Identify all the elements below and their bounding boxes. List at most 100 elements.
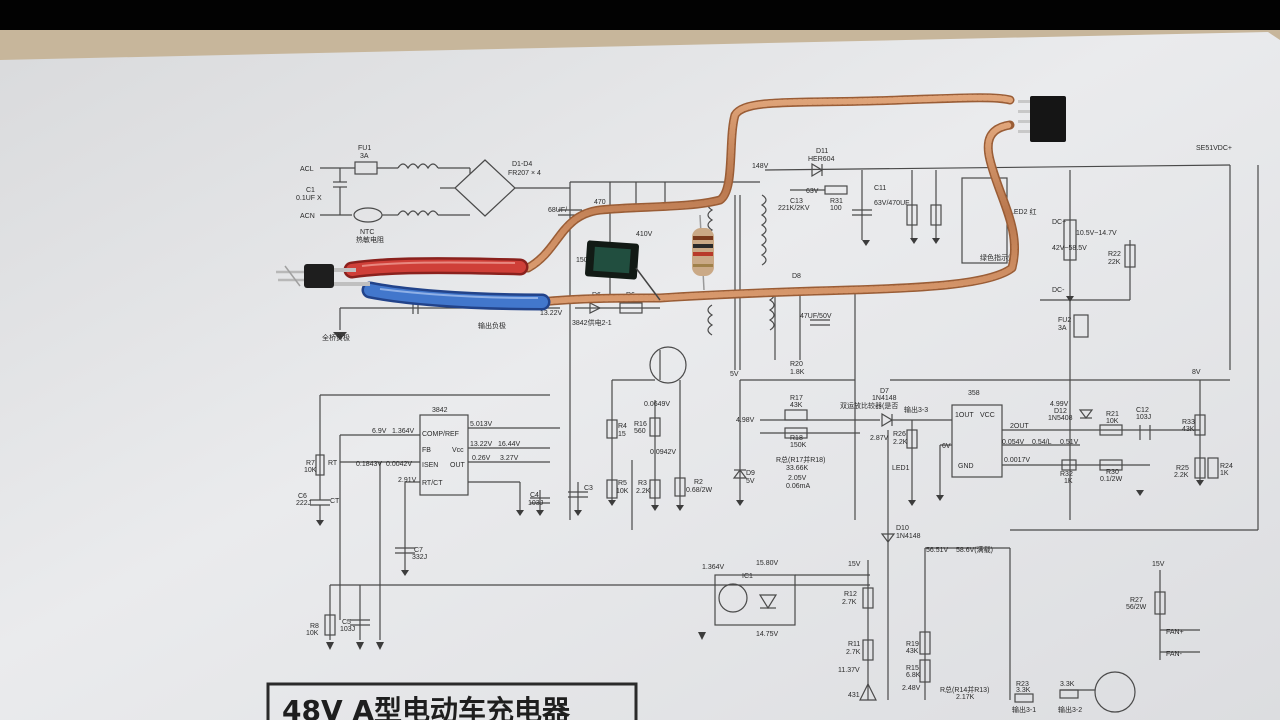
- label-r26-val: 2.2K: [893, 439, 908, 446]
- label-r17-val: 43K: [790, 402, 803, 409]
- label-pin-1out: 1OUT: [955, 412, 974, 419]
- label-0054v: 0.054V: [1002, 439, 1025, 446]
- label-r33-val: 43K: [1182, 426, 1195, 433]
- label-d12: D12: [1054, 408, 1067, 415]
- label-r18: R18: [790, 435, 803, 442]
- label-r27: R27: [1130, 597, 1143, 604]
- schematic-lines: [310, 159, 1259, 713]
- label-r15: R15: [906, 665, 919, 672]
- label-d8: D8: [792, 273, 801, 280]
- label-051v: 0.51V: [1060, 439, 1079, 446]
- label-r7: R7: [306, 460, 315, 467]
- label-pin-gnd: GND: [958, 463, 974, 470]
- label-r12-val: 2.7K: [842, 599, 857, 606]
- label-ic1: IC1: [742, 573, 753, 580]
- label-r25: R25: [1176, 465, 1189, 472]
- label-00017v: 0.0017V: [1004, 457, 1030, 464]
- label-r15-val: 6.8K: [906, 672, 921, 679]
- label-d9: D9: [746, 470, 755, 477]
- schematic-title: 48V A型电动车充电器: [282, 694, 571, 720]
- label-r19: R19: [906, 641, 919, 648]
- label-r4: R4: [618, 423, 627, 430]
- label-r11-val: 2.7K: [846, 649, 861, 656]
- label-fu1: FU1: [358, 145, 371, 152]
- label-pin-3-3: 输出3-3: [904, 405, 928, 414]
- label-r14sum-val: 2.17K: [956, 694, 975, 701]
- label-c7-val: 332J: [412, 554, 427, 561]
- label-bridge: D1-D4: [512, 161, 532, 168]
- label-dc-plus: DC+: [1052, 219, 1066, 226]
- label-291v: 2.91V: [398, 477, 417, 484]
- label-r20-val: 1.8K: [790, 369, 805, 376]
- copper-wire: [523, 93, 1020, 307]
- label-ntc-sub: 热敏电阻: [356, 235, 384, 244]
- label-c12: C12: [1136, 407, 1149, 414]
- label-1580v: 15.80V: [756, 560, 779, 567]
- label-acl: ACL: [300, 166, 314, 173]
- label-054: 0.54/L: [1032, 439, 1052, 446]
- label-r25-val: 2.2K: [1174, 472, 1189, 479]
- label-d7: D7: [880, 388, 889, 395]
- blue-wire: [361, 281, 551, 311]
- label-r18-val: 150K: [790, 442, 807, 449]
- label-r8-val: 10K: [306, 630, 319, 637]
- label-dual-op: 双运放比较器(是否: [840, 401, 898, 410]
- label-00649v: 0.0649V: [644, 401, 670, 408]
- label-pin-vcc: VCC: [980, 412, 995, 419]
- label-r11: R11: [848, 641, 860, 648]
- label-r26: R26: [893, 431, 906, 438]
- label-r23b-val: 3.3K: [1060, 681, 1075, 688]
- label-586v: 58.6V(满载): [956, 545, 993, 554]
- label-r16: R16: [634, 421, 647, 428]
- label-1364v: 1.364V: [392, 428, 415, 435]
- label-r8: R8: [310, 623, 319, 630]
- title-block: 48V A型电动车充电器: [266, 682, 638, 720]
- label-r5-val: 10K: [616, 488, 629, 495]
- label-r19-val: 43K: [906, 648, 919, 655]
- schematic-labels: ACL ACN FU1 3A C1 0.1UF X NTC 热敏电阻 D1-D4…: [296, 145, 1233, 714]
- label-r32: R32: [1060, 471, 1073, 478]
- label-327v: 3.27V: [500, 455, 519, 462]
- label-00942v: 0.0942V: [650, 449, 676, 456]
- label-r12: R12: [844, 591, 857, 598]
- label-d10-val: 1N4148: [896, 533, 921, 540]
- label-r14sum: R总(R14并R13): [940, 685, 989, 694]
- label-r30: R30: [1106, 469, 1119, 476]
- label-r22: R22: [1108, 251, 1121, 258]
- label-pin-rt: RT/CT: [422, 480, 443, 487]
- label-r27-val: 56/2W: [1126, 604, 1147, 611]
- label-c5: C5: [342, 619, 351, 626]
- label-hv-cap: 68UF/: [548, 207, 567, 214]
- label-c13: C13: [790, 198, 803, 205]
- label-r32-val: 1K: [1064, 478, 1073, 485]
- label-green-led: 绿色指示灯: [980, 253, 1015, 262]
- label-acn: ACN: [300, 213, 315, 220]
- label-r21: R21: [1106, 411, 1119, 418]
- label-c470: 470: [594, 199, 606, 206]
- label-r5: R5: [618, 480, 627, 487]
- label-1644v: 16.44V: [498, 441, 521, 448]
- label-dc-minus: DC-: [1052, 287, 1065, 294]
- label-c7: C7: [414, 547, 423, 554]
- label-pin-isen: ISEN: [422, 462, 438, 469]
- paper-sheet: [0, 32, 1280, 720]
- label-287v: 2.87V: [870, 435, 889, 442]
- label-fan-plus: FAN+: [1166, 629, 1184, 636]
- label-c11-val: 63V/470UF: [874, 200, 909, 207]
- label-5013v: 5.013V: [470, 421, 493, 428]
- label-c12-val: 103J: [1136, 414, 1151, 421]
- label-r2-val: 0.68/2W: [686, 487, 712, 494]
- label-fu1-val: 3A: [360, 153, 369, 160]
- label-c5-val: 103J: [340, 626, 355, 633]
- label-led1: LED1: [892, 465, 910, 472]
- label-c3: C3: [584, 485, 593, 492]
- label-r2: R2: [694, 479, 703, 486]
- transistor-component: [276, 264, 370, 288]
- label-pin-vcc2: Vcc: [452, 447, 464, 454]
- label-cap-fb: 47UF/50V: [800, 313, 832, 320]
- label-c4-val: 103J: [528, 500, 543, 507]
- label-r30-val: 0.1/2W: [1100, 476, 1123, 483]
- label-r21-val: 10K: [1106, 418, 1119, 425]
- label-rsum-val: 33.66K: [786, 465, 809, 472]
- label-3842-supply: 3842供电2-1: [572, 318, 612, 327]
